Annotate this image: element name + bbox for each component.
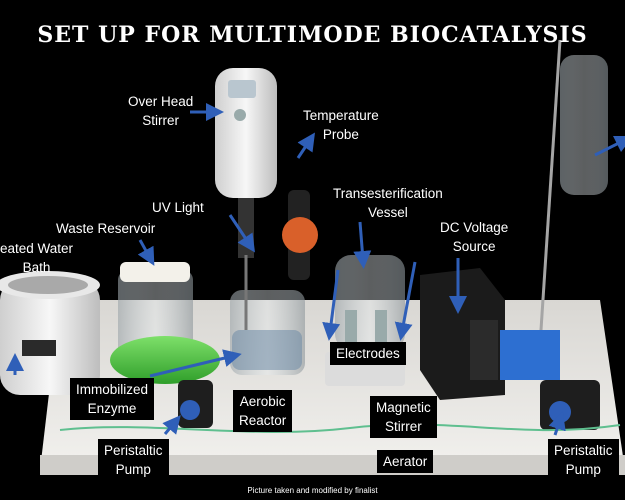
orange-clamp — [282, 217, 318, 253]
transesterification-vessel — [335, 255, 405, 350]
aerobic-reactor — [230, 290, 305, 375]
pump-right-head — [549, 401, 571, 423]
pump-left-head — [180, 400, 200, 420]
green-bath — [110, 336, 220, 384]
photo-credit: Picture taken and modified by finalist — [247, 486, 378, 495]
peristaltic-pump-right-body — [540, 380, 600, 430]
page-title: SET UP FOR MULTIMODE BIOCATALYSIS — [37, 22, 588, 48]
label-uv-light: UV Light — [152, 200, 204, 215]
heated-water-bath — [0, 271, 100, 395]
pointer-arrows — [6, 103, 625, 436]
label-aerator: Aerator — [377, 450, 434, 473]
bench-edge — [40, 455, 625, 475]
label-waste-reservoir: Waste Reservoir — [56, 221, 156, 236]
dc-voltage-source — [420, 268, 505, 400]
retort-stand — [500, 39, 608, 380]
green-tubing — [59, 423, 621, 433]
label-electrodes: Electrodes — [330, 342, 406, 365]
